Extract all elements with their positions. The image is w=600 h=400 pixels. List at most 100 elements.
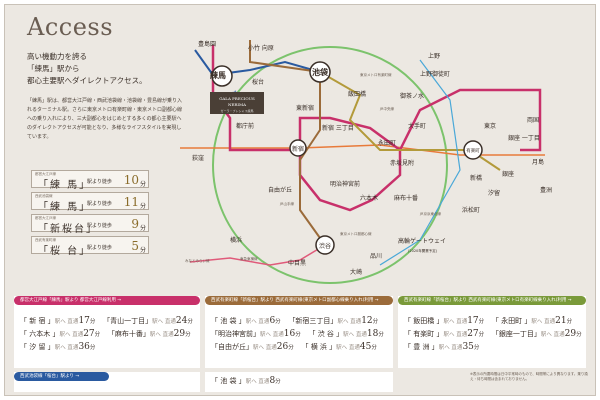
line-label-yurakucho: 東京メトロ有楽町線: [360, 72, 392, 77]
station-label-okachimachi: 上野御徒町: [420, 70, 450, 78]
route-panel-seibu: 西武池袋線「桜台」駅より →: [14, 372, 200, 392]
station-label-meijijingumae: 明治神宮前: [330, 180, 360, 188]
walk-time-shinsakuradai: 都営大江戸線 「新桜台」 駅より徒歩 9 分: [31, 214, 149, 235]
intro-text: 「練馬」駅は、都営大江戸線・西武池袋線・池袋線・豊島線が乗り入れるターミナル駅。…: [27, 98, 183, 140]
route-header: 西武有楽町線「新桜台」駅より 西武有楽町線(東京メトロ有楽町線乗り入れ)利用 →: [398, 296, 586, 305]
nerima-station-marker: [211, 65, 233, 87]
station-label-sakuradai: 桜台: [252, 78, 264, 86]
line-tag: 西武池袋線: [35, 194, 53, 198]
station-label-takanawa-note: (2020年開業予定): [408, 248, 438, 253]
station-label-shimbashi: 新橋: [470, 174, 482, 182]
station-label-shiodome: 汐留: [488, 189, 500, 197]
line-label-fukutoshin: 東京メトロ副都心線: [340, 231, 372, 236]
walk-unit: 分: [139, 203, 146, 210]
station-label-shinagawa: 品川: [370, 253, 382, 260]
station-label-higashishinjuku: 東新宿: [296, 104, 314, 112]
station-label-ueno: 上野: [428, 52, 440, 60]
station-label-ogikubo: 荻窪: [192, 154, 204, 162]
seibu-ikebukuro-line: [194, 49, 321, 77]
walk-minutes: 10: [123, 173, 139, 187]
route-row: 「 池 袋 」駅へ 直通6分 「新宿三丁目」駅へ 直通12分: [211, 316, 379, 326]
line-tag: 都営大江戸線: [35, 216, 56, 220]
route-row: 「 六本木 」駅へ 直通27分 「麻布十番」駅へ 直通29分: [20, 329, 191, 339]
walk-unit: 分: [139, 247, 146, 254]
walk-suffix: 駅より徒歩: [87, 201, 112, 207]
oedo-line: [211, 45, 402, 212]
line-tag: 西武有楽町線: [35, 238, 56, 242]
station-label-osaki: 大崎: [350, 268, 362, 276]
station-name: 「練 馬」: [38, 202, 92, 213]
station-label-ochanomizu: 御茶ノ水: [400, 92, 424, 100]
station-label-azabujuban: 麻布十番: [394, 194, 418, 202]
yurakucho-station-marker: [463, 140, 483, 160]
route-header: 都営大江戸線「練馬」駅より 都営大江戸線利用 →: [14, 296, 200, 305]
station-name: 「桜 台」: [38, 246, 92, 257]
line-tag: 都営大江戸線: [35, 172, 56, 176]
station-label-hamamatsucho: 浜松町: [462, 206, 480, 214]
station-label-tsukishima: 月島: [532, 158, 544, 166]
station-name: 「練 馬」: [38, 180, 92, 191]
route-panel-yurakucho: 西武有楽町線「新桜台」駅より 西武有楽町線(東京メトロ有楽町線乗り入れ)利用 →…: [398, 296, 586, 368]
route-header: 西武池袋線「桜台」駅より →: [14, 372, 109, 381]
station-label-nerima: 練馬: [210, 70, 226, 80]
oedo-line-east: [398, 88, 542, 152]
station-label-ryogoku: 両国: [527, 117, 539, 124]
station-label-kotake: 小竹 向原: [248, 44, 274, 52]
yamanote-line: [212, 46, 448, 284]
station-label-toshimaen: 豊島園: [198, 40, 216, 48]
station-label-ginzaitchome: 銀座 一丁目: [508, 134, 540, 142]
line-label-yamanote: JR山手線: [279, 201, 294, 206]
station-label-shinjukusanchome: 新宿 三丁目: [322, 124, 354, 132]
property-name: GALA PRECIOUS: [219, 96, 255, 101]
station-label-roppongi: 六本木: [360, 194, 378, 202]
walk-suffix: 駅より徒歩: [87, 223, 112, 229]
station-label-tochomae: 都庁前: [236, 122, 254, 130]
station-label-nakameguro: 中目黒: [288, 259, 306, 267]
walk-time-sakuradai: 西武有楽町線 「桜 台」 駅より徒歩 5 分: [31, 236, 149, 257]
route-row: 「 池 袋 」駅へ 直通8分: [211, 376, 281, 386]
route-row: 「 汐 留 」駅へ 直通36分: [20, 342, 96, 352]
station-label-jiyugaoka: 自由が丘: [268, 186, 292, 194]
property-label-box: [210, 92, 264, 114]
station-label-shibuya: 渋谷: [319, 242, 331, 250]
line-label-minatomirai: みなとみらい線: [185, 258, 210, 263]
walk-suffix: 駅より徒歩: [87, 245, 112, 251]
line-label-chuo: JR中央線: [379, 106, 394, 111]
walk-time-nerima-oedo: 都営大江戸線 「練 馬」 駅より徒歩 10 分: [31, 170, 149, 191]
walk-suffix: 駅より徒歩: [87, 179, 112, 185]
shibuya-station-marker: [315, 235, 335, 255]
station-label-yokohama: 横浜: [230, 236, 242, 244]
route-header: 西武有楽町線「新桜台」駅より 西武有楽町線(東京メトロ副都心線乗り入れ)利用 →: [205, 296, 393, 305]
route-panel-oedo: 都営大江戸線「練馬」駅より 都営大江戸線利用 → 「 新 宿 」駅へ 直通17分…: [14, 296, 200, 368]
tokyu-line: [189, 244, 326, 266]
station-label-ikebukuro: 池袋: [312, 67, 329, 77]
station-label-nagatacho: 永田町: [378, 139, 396, 147]
catchcopy: 高い機動力を誇る 「練馬」駅から 都心主要駅へダイレクトアクセス。: [27, 52, 147, 85]
route-panel-fukutoshin: 西武有楽町線「新桜台」駅より 西武有楽町線(東京メトロ副都心線乗り入れ)利用 →…: [205, 296, 393, 368]
station-label-toyosu: 豊洲: [540, 186, 552, 194]
ikebukuro-station-marker: [309, 61, 331, 83]
chuo-line: [180, 144, 545, 156]
station-label-akasakamitsuke: 赤坂見附: [390, 159, 414, 167]
route-row: 「 豊 洲 」駅へ 直通35分: [404, 342, 480, 352]
keihin-line: [379, 59, 461, 266]
page-title: Access: [27, 13, 114, 41]
station-label-yurakucho: 有楽町: [466, 147, 480, 154]
route-row: 「 新 宿 」駅へ 直通17分 「青山一丁目」駅へ 直通24分: [20, 316, 193, 326]
station-label-shinjuku: 新宿: [292, 145, 304, 153]
station-label-tokyo: 東京: [484, 122, 496, 130]
walk-minutes: 9: [131, 217, 139, 231]
footnote: ※表示の所要時間は日中平常時のもので、時間帯により異なります。乗り換え・待ち時間…: [470, 372, 588, 381]
route-row: 「明治神宮前」駅へ 直通16分 「 渋 谷 」駅へ 直通18分: [211, 329, 384, 339]
fukutoshin-line: [249, 40, 326, 246]
route-row: 「 有楽町 」駅へ 直通27分 「銀座一丁目」駅へ 直通29分: [404, 329, 582, 339]
route-row: 「自由が丘」駅へ 直通26分 「 横 浜 」駅へ 直通45分: [211, 342, 377, 352]
walk-unit: 分: [139, 225, 146, 232]
station-label-takanawa: 高輪ゲートウェイ: [398, 237, 446, 245]
walk-time-nerima-seibu: 西武池袋線 「練 馬」 駅より徒歩 11 分: [31, 192, 149, 213]
route-panel-seibu-times: 「 池 袋 」駅へ 直通8分: [205, 372, 393, 392]
walk-minutes: 11: [123, 195, 139, 209]
line-label-keihin: JR京浜東北線: [419, 211, 441, 216]
property-name-ja: ガーラ・プレシャス練馬: [220, 108, 253, 113]
